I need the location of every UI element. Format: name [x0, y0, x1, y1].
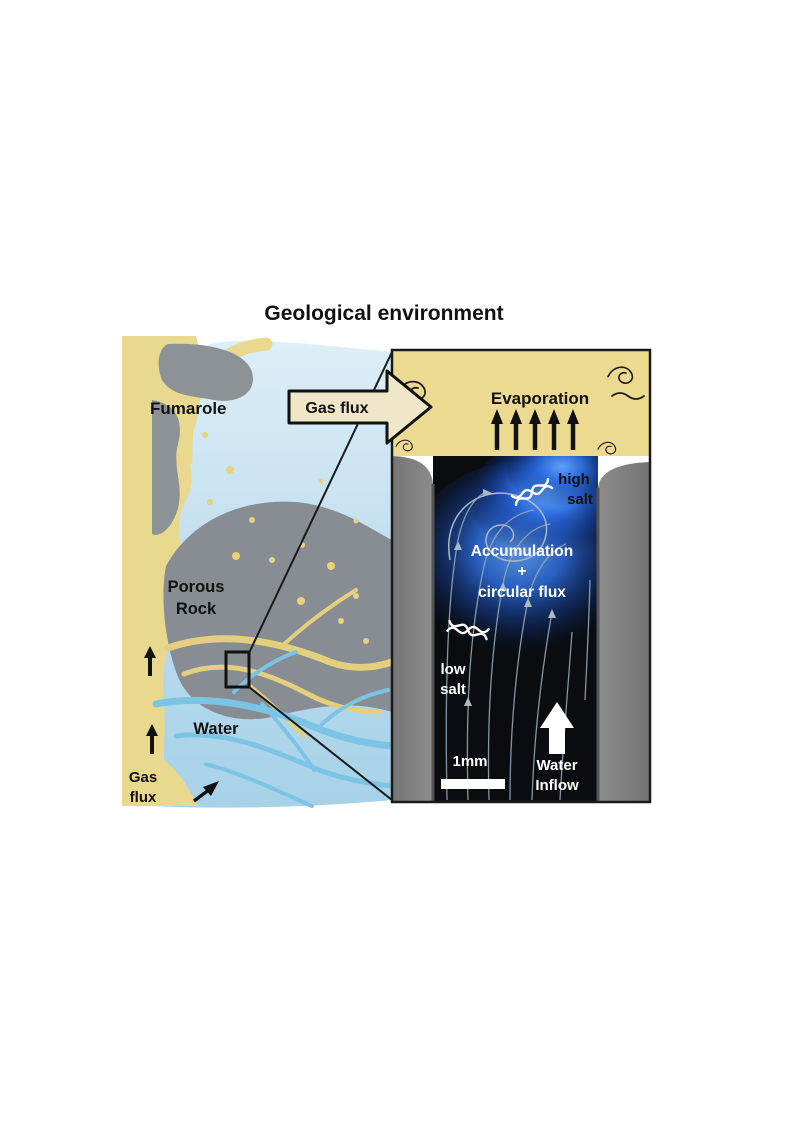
- evaporation-arrow-icon: [567, 409, 579, 450]
- dna-icon-high-salt: [510, 477, 554, 507]
- water-inflow-arrow-icon: [540, 702, 574, 754]
- evaporation-arrow-icon: [510, 409, 522, 450]
- gas-bubbles: [202, 432, 369, 644]
- left-panel-geology: Fumarole Porous Rock Water Gas flux: [122, 336, 396, 808]
- pore-wall-right: [598, 462, 650, 802]
- streamline-arrowheads: [454, 489, 556, 706]
- pore-wall-left: [392, 456, 433, 802]
- accumulation-label-line3: circular flux: [478, 584, 566, 601]
- fumarole-rock-upper: [158, 343, 254, 401]
- circular-flux-vortex: [448, 492, 548, 562]
- high-salt-label-line1: high: [558, 471, 590, 488]
- gas-flux-label-line2: flux: [130, 789, 157, 806]
- water-inflow-label-line2: Inflow: [535, 777, 579, 794]
- evaporation-arrow-icon: [491, 409, 503, 450]
- right-panel-border: [390, 348, 652, 804]
- evaporation-label: Evaporation: [491, 389, 589, 408]
- salt-gradient-glow: [433, 456, 598, 658]
- porous-rock-label-line1: Porous: [168, 578, 225, 596]
- gas-flux-arrow-label: Gas flux: [305, 400, 368, 417]
- evaporation-arrow-icon: [548, 409, 560, 450]
- evaporation-arrow-icon: [529, 409, 541, 450]
- mineral-veins: [164, 588, 396, 738]
- fumarole-rock-column: [152, 400, 180, 535]
- page-title: Geological environment: [264, 302, 503, 325]
- zoom-box-icon: [224, 650, 251, 689]
- low-salt-label-line1: low: [441, 661, 466, 678]
- porous-rock-label-line2: Rock: [176, 600, 217, 618]
- up-arrow-icon-upper: [144, 646, 156, 676]
- gas-inflow-arrow-icon: [192, 781, 219, 803]
- water-inflow-label-line1: Water: [536, 757, 577, 774]
- dna-icon-low-salt: [446, 619, 490, 641]
- wind-swirl-icon: [395, 439, 413, 452]
- sand-bottom-wedge: [122, 744, 198, 806]
- water-label: Water: [193, 720, 239, 738]
- gas-flux-block-arrow: Gas flux: [287, 369, 433, 445]
- evaporation-arrows: [491, 409, 579, 450]
- water-channels: [152, 650, 396, 808]
- sand-left-strip: [122, 336, 199, 806]
- gas-flux-label-line1: Gas: [129, 769, 157, 786]
- atmosphere-sand-region: [392, 350, 650, 456]
- high-salt-label-line2: salt: [567, 491, 593, 508]
- flow-streamlines: [445, 489, 591, 801]
- zoom-connector-line-bottom: [248, 686, 393, 801]
- fumarole-label: Fumarole: [150, 399, 227, 418]
- right-panel-pore-closeup: Evaporation: [390, 348, 652, 804]
- accumulation-label-line1: Accumulation: [471, 543, 573, 560]
- wind-swirl-icon: [597, 441, 617, 455]
- wind-swirl-icon: [611, 392, 645, 400]
- low-salt-label-line2: salt: [440, 681, 466, 698]
- up-arrow-icon-lower: [146, 724, 158, 754]
- scale-bar: [441, 779, 505, 789]
- accumulation-label-line2: +: [517, 563, 526, 580]
- scale-label: 1mm: [452, 753, 487, 770]
- wind-swirl-icon: [607, 366, 634, 384]
